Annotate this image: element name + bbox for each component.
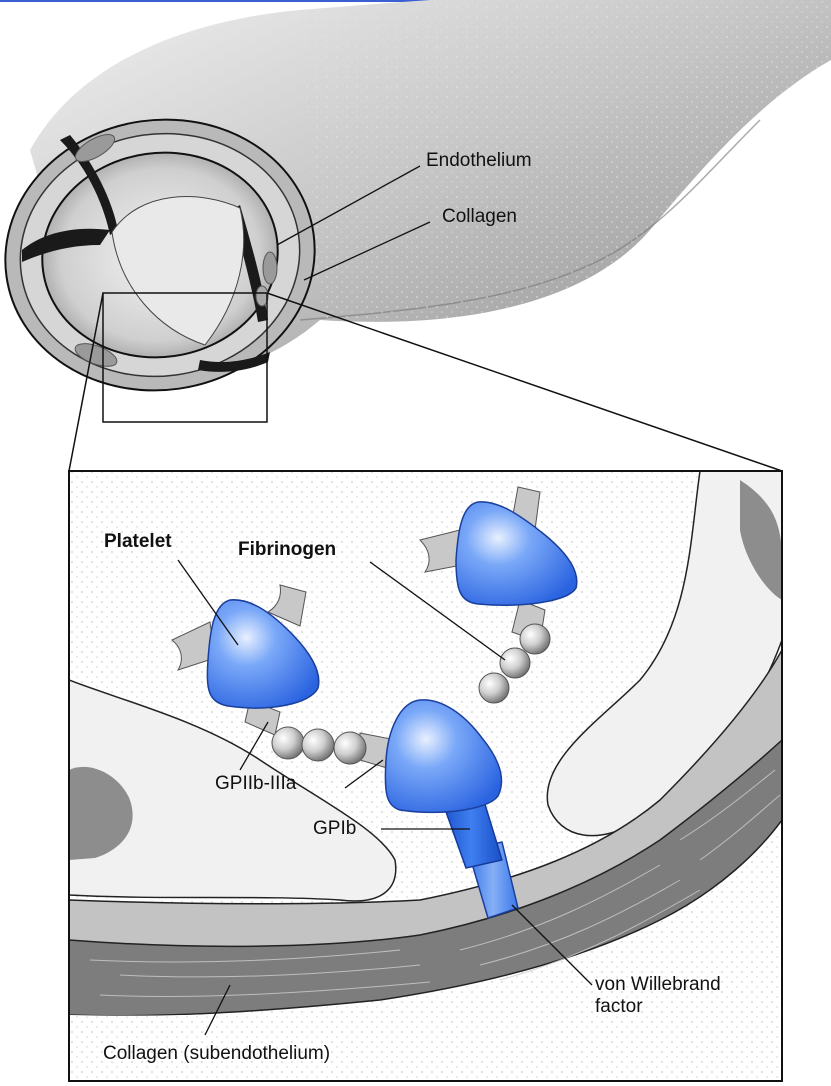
label-collagen: Collagen [442,206,517,228]
blood-vessel [0,0,831,410]
label-gpiib-iiia: GPIIb-IIIa [215,773,296,795]
label-platelet: Platelet [104,531,172,553]
fibrinogen-chain-left [272,727,366,764]
label-collagen-subendothelium: Collagen (subendothelium) [103,1043,330,1065]
label-vwf: von Willebrand factor [595,974,721,1018]
label-fibrinogen: Fibrinogen [238,539,336,561]
zoom-line-right [267,293,782,471]
label-gpib: GPIb [313,818,356,840]
label-endothelium: Endothelium [426,150,532,172]
